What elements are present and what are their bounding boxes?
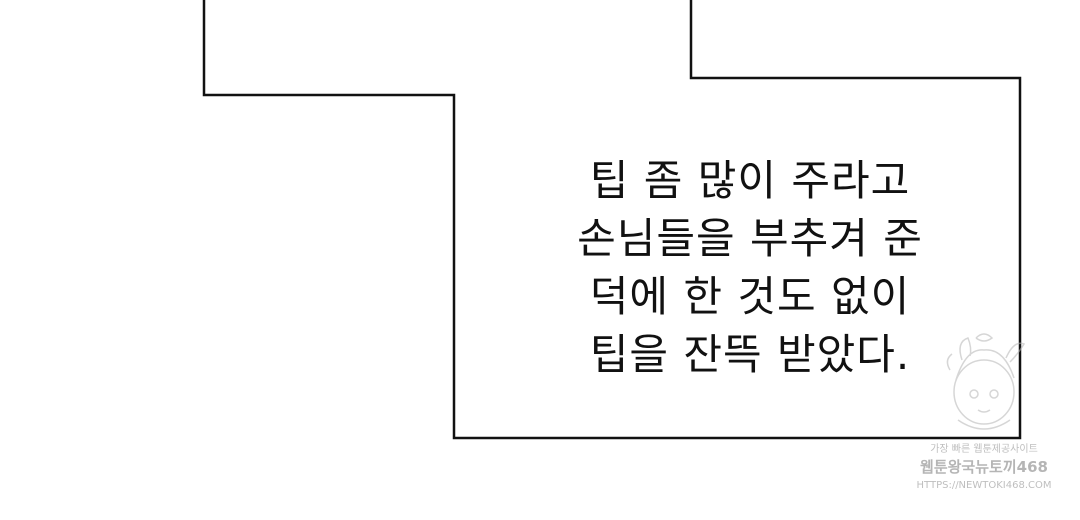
caption-line-4: 팁을 잔뜩 받았다. <box>589 330 911 379</box>
watermark-url: HTTPS://NEWTOKI468.COM <box>916 480 1052 491</box>
site-watermark: 가장 빠른 웹툰제공사이트 웹툰왕국뉴토끼468 HTTPS://NEWTOKI… <box>914 330 1054 505</box>
watermark-tagline: 가장 빠른 웹툰제공사이트 <box>930 444 1038 455</box>
watermark-site-name: 웹툰왕국뉴토끼468 <box>920 458 1048 476</box>
caption-line-3: 덕에 한 것도 없이 <box>589 272 911 321</box>
caption-line-1: 팁 좀 많이 주라고 <box>589 156 911 205</box>
caption-line-2: 손님들을 부추겨 준 <box>577 214 923 263</box>
mascot-watermark-icon <box>946 333 1026 430</box>
narration-caption: 팁 좀 많이 주라고 손님들을 부추겨 준 덕에 한 것도 없이 팁을 잔뜩 받… <box>520 152 980 384</box>
